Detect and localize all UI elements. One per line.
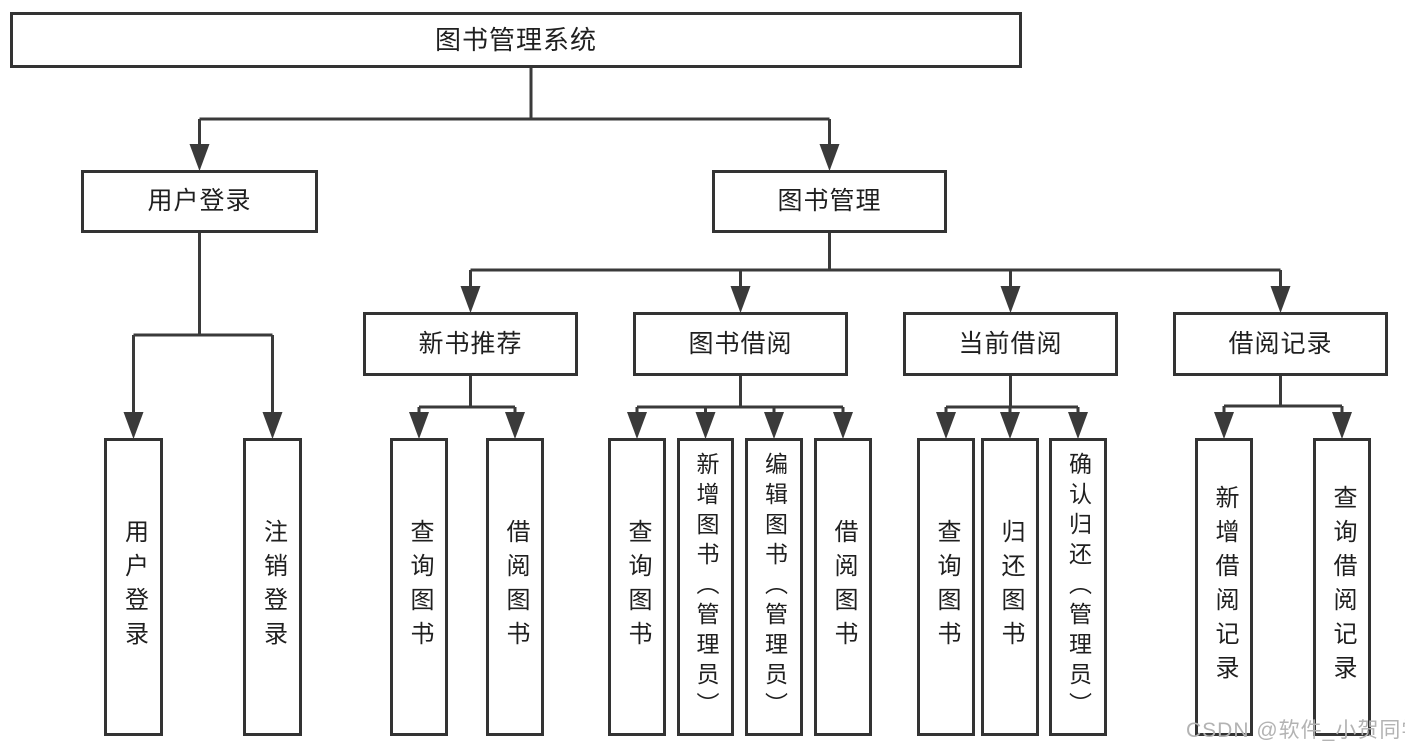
arrowhead — [695, 412, 716, 439]
node-label: 查询借阅记录 — [1329, 485, 1356, 689]
csdn-watermark: CSDN @软件_小贺同学 — [1186, 719, 1405, 742]
arrowhead — [1000, 412, 1020, 439]
node-label: 借阅图书 — [830, 519, 857, 655]
node-label: 查询图书 — [624, 519, 651, 655]
node-confirm-return-admin: 确认归还（管理员） — [1049, 438, 1107, 736]
connector-book-mgmt-to-level3 — [460, 233, 1291, 313]
node-query-books-recommendation: 查询图书 — [390, 438, 448, 736]
node-new-book-recommendation: 新书推荐 — [363, 312, 578, 376]
node-label: 用户登录 — [120, 519, 148, 655]
arrowhead — [505, 412, 525, 439]
node-label: 注销登录 — [259, 519, 287, 655]
arrowhead — [833, 412, 853, 439]
node-label: 用户登录 — [147, 187, 252, 215]
node-label: 新增图书（管理员） — [693, 452, 719, 722]
node-label: 确认归还（管理员） — [1065, 452, 1092, 722]
node-label: 图书借阅 — [688, 329, 793, 358]
node-return-books: 归还图书 — [981, 438, 1039, 736]
node-label: 新增借阅记录 — [1211, 485, 1238, 689]
node-add-books-admin: 新增图书（管理员） — [677, 438, 734, 736]
node-label: 图书管理 — [777, 187, 882, 215]
arrowhead — [262, 412, 283, 439]
node-label: 借阅图书 — [502, 519, 529, 655]
arrowhead — [764, 412, 784, 439]
connector-borrow-records-to-children — [1214, 376, 1352, 439]
node-label: 图书管理系统 — [434, 25, 597, 55]
node-book-borrowing: 图书借阅 — [633, 312, 848, 376]
node-query-borrow-record: 查询借阅记录 — [1313, 438, 1371, 736]
node-borrow-books-borrowing: 借阅图书 — [814, 438, 872, 736]
node-edit-books-admin: 编辑图书（管理员） — [745, 438, 803, 736]
node-current-borrowing: 当前借阅 — [903, 312, 1118, 376]
node-user-login-group: 用户登录 — [81, 170, 318, 233]
node-borrow-books-recommendation: 借阅图书 — [486, 438, 544, 736]
connector-book-borrow-to-children — [627, 376, 853, 439]
node-label: 查询图书 — [933, 519, 960, 655]
node-label: 编辑图书（管理员） — [761, 452, 788, 722]
node-library-management-system: 图书管理系统 — [10, 12, 1022, 68]
connector-new-book-rec-to-children — [409, 376, 525, 439]
node-label: 新书推荐 — [418, 329, 523, 358]
arrowhead — [1214, 412, 1234, 439]
connector-current-borrow-to-children — [936, 376, 1088, 439]
node-label: 查询图书 — [406, 519, 433, 655]
node-label: 归还图书 — [997, 519, 1024, 655]
connector-user-login-to-children — [123, 233, 283, 439]
arrowhead — [1000, 286, 1021, 313]
arrowhead — [936, 412, 956, 439]
connector-root-to-level2 — [189, 68, 840, 171]
arrowhead — [1332, 412, 1352, 439]
arrowhead — [819, 144, 840, 171]
node-add-borrow-record: 新增借阅记录 — [1195, 438, 1253, 736]
arrowhead — [409, 412, 429, 439]
node-user-login: 用户登录 — [104, 438, 163, 736]
node-query-books-borrowing: 查询图书 — [608, 438, 666, 736]
node-query-books-current: 查询图书 — [917, 438, 975, 736]
arrowhead — [730, 286, 751, 313]
arrowhead — [189, 144, 210, 171]
arrowhead — [460, 286, 481, 313]
node-borrowing-records: 借阅记录 — [1173, 312, 1388, 376]
node-label: 当前借阅 — [958, 329, 1063, 358]
node-logout: 注销登录 — [243, 438, 302, 736]
arrowhead — [1270, 286, 1291, 313]
arrowhead — [123, 412, 144, 439]
node-label: 借阅记录 — [1228, 329, 1333, 358]
arrowhead — [1068, 412, 1088, 439]
arrowhead — [627, 412, 647, 439]
node-book-management: 图书管理 — [712, 170, 947, 233]
